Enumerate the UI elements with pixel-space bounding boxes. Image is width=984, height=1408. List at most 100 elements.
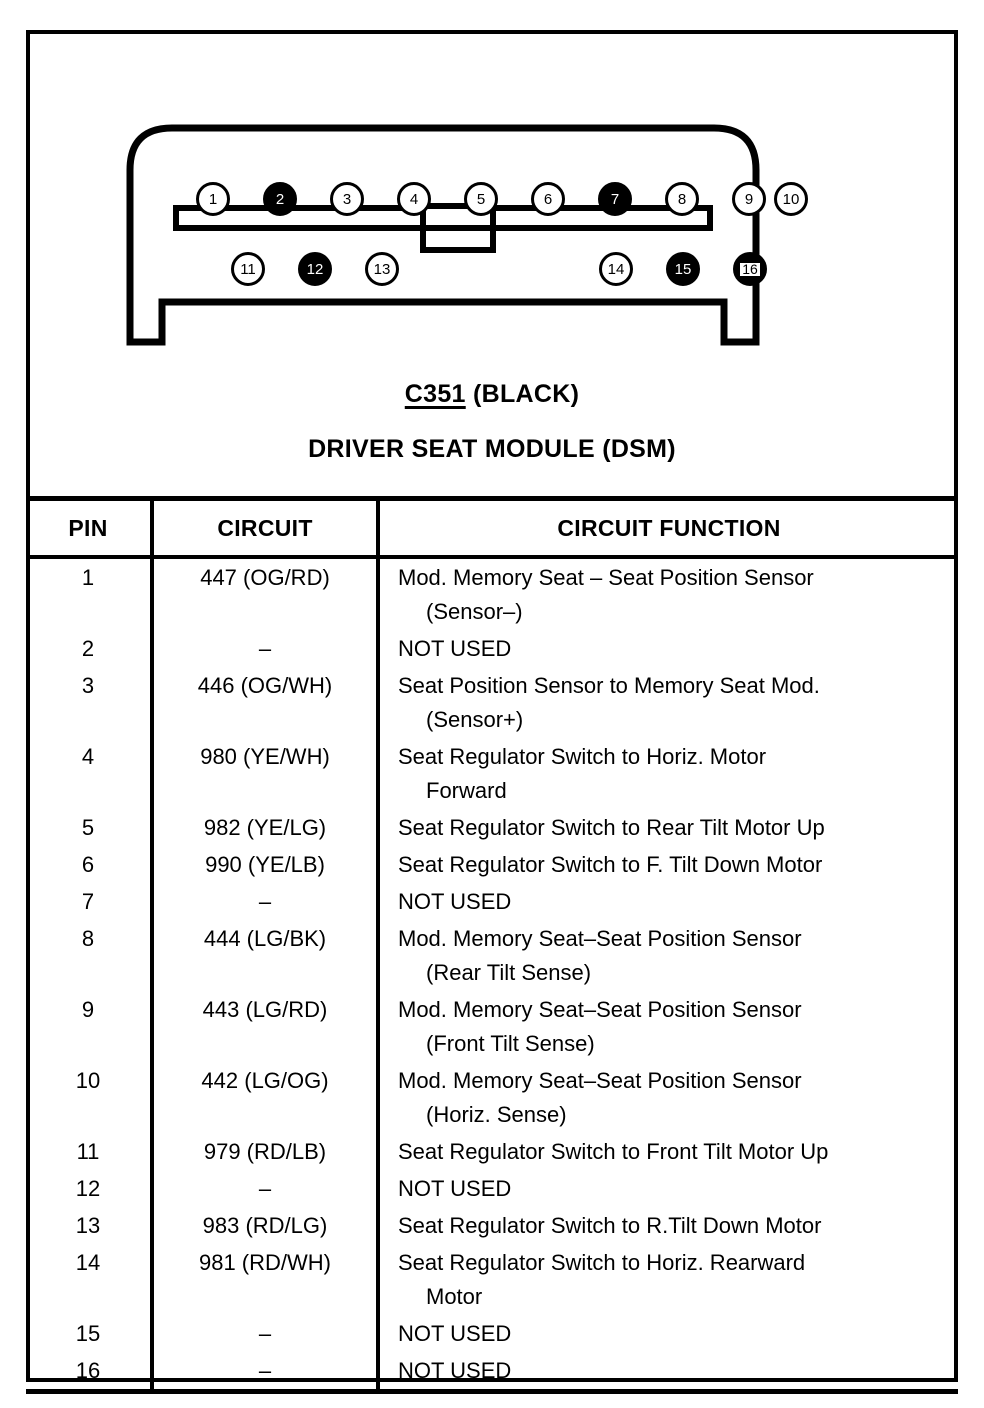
pin-number: 14 (607, 260, 625, 278)
pin-number: 6 (543, 190, 553, 208)
function-continuation-text: Forward (426, 778, 507, 803)
cell-pin: 6 (26, 846, 154, 883)
pin-number: 7 (610, 190, 620, 208)
connector-pin-10: 10 (774, 182, 808, 216)
function-continuation-text: (Sensor–) (426, 599, 523, 624)
cell-circuit: 983 (RD/LG) (152, 1207, 380, 1244)
connector-pin-14: 14 (599, 252, 633, 286)
cell-circuit: – (152, 1315, 380, 1352)
pin-number: 1 (208, 190, 218, 208)
pin-number: 4 (409, 190, 419, 208)
cell-circuit: 442 (LG/OG) (152, 1062, 380, 1133)
connector-id: C351 (404, 380, 466, 408)
diagram-title-block: C351 (BLACK) DRIVER SEAT MODULE (DSM) (26, 380, 958, 464)
module-name: DRIVER SEAT MODULE (DSM) (308, 435, 676, 463)
table-row: 7–NOT USED (26, 883, 958, 920)
function-text: Seat Regulator Switch to F. Tilt Down Mo… (398, 852, 823, 877)
connector-pin-2: 2 (263, 182, 297, 216)
connector-diagram: 1 2 3 4 5 6 7 8 9 10 11 12 13 14 15 16 (26, 30, 958, 360)
cell-circuit: 444 (LG/BK) (152, 920, 380, 991)
cell-pin: 4 (26, 738, 154, 809)
cell-circuit: 982 (YE/LG) (152, 809, 380, 846)
function-text: NOT USED (398, 636, 512, 661)
table-header-row: PIN CIRCUIT CIRCUIT FUNCTION (26, 496, 958, 559)
header-function: CIRCUIT FUNCTION (378, 496, 958, 559)
pin-number: 8 (677, 190, 687, 208)
function-text: Seat Regulator Switch to Front Tilt Moto… (398, 1139, 829, 1164)
cell-function: NOT USED (378, 1315, 958, 1352)
cell-circuit: 447 (OG/RD) (152, 557, 380, 630)
function-text: Seat Regulator Switch to Horiz. Motor (398, 744, 767, 769)
cell-function: Seat Regulator Switch to Horiz. Rearward… (378, 1244, 958, 1315)
connector-pin-6: 6 (531, 182, 565, 216)
connector-color: (BLACK) (472, 380, 580, 408)
cell-circuit: – (152, 630, 380, 667)
cell-circuit: – (152, 1170, 380, 1207)
function-continuation-text: (Front Tilt Sense) (426, 1031, 595, 1056)
cell-function: Mod. Memory Seat–Seat Position Sensor (Ho… (378, 1062, 958, 1133)
cell-pin: 12 (26, 1170, 154, 1207)
cell-circuit: 979 (RD/LB) (152, 1133, 380, 1170)
cell-circuit: – (152, 883, 380, 920)
connector-pin-11: 11 (231, 252, 265, 286)
connector-pin-16: 16 (733, 252, 767, 286)
pin-number: 2 (275, 190, 285, 208)
cell-pin: 7 (26, 883, 154, 920)
cell-pin: 13 (26, 1207, 154, 1244)
cell-pin: 1 (26, 557, 154, 630)
function-continuation-text: (Sensor+) (426, 707, 524, 732)
cell-function: Mod. Memory Seat–Seat Position Sensor (Re… (378, 920, 958, 991)
cell-pin: 14 (26, 1244, 154, 1315)
cell-circuit: 446 (OG/WH) (152, 667, 380, 738)
function-text: Seat Regulator Switch to Horiz. Rearward (398, 1250, 806, 1275)
cell-circuit: 980 (YE/WH) (152, 738, 380, 809)
header-circuit: CIRCUIT (152, 496, 380, 559)
cell-pin: 2 (26, 630, 154, 667)
connector-pin-9: 9 (732, 182, 766, 216)
cell-function: Seat Position Sensor to Memory Seat Mod.… (378, 667, 958, 738)
cell-circuit: 981 (RD/WH) (152, 1244, 380, 1315)
function-text: Mod. Memory Seat–Seat Position Sensor (398, 926, 802, 951)
connector-body-shape (126, 124, 760, 346)
function-text: NOT USED (398, 1358, 512, 1383)
function-text: Mod. Memory Seat–Seat Position Sensor (398, 1068, 802, 1093)
pin-number: 16 (740, 260, 760, 277)
connector-pin-1: 1 (196, 182, 230, 216)
connector-pin-13: 13 (365, 252, 399, 286)
cell-pin: 9 (26, 991, 154, 1062)
function-continuation-text: (Horiz. Sense) (426, 1102, 567, 1127)
cell-function: Seat Regulator Switch to F. Tilt Down Mo… (378, 846, 958, 883)
cell-pin: 8 (26, 920, 154, 991)
pin-number: 15 (674, 260, 692, 278)
table-row: 12–NOT USED (26, 1170, 958, 1207)
connector-pin-5: 5 (464, 182, 498, 216)
cell-pin: 10 (26, 1062, 154, 1133)
pin-number: 10 (782, 190, 800, 208)
cell-pin: 5 (26, 809, 154, 846)
cell-pin: 11 (26, 1133, 154, 1170)
cell-function: NOT USED (378, 883, 958, 920)
cell-function: Seat Regulator Switch to R.Tilt Down Mot… (378, 1207, 958, 1244)
connector-pin-4: 4 (397, 182, 431, 216)
cell-pin: 3 (26, 667, 154, 738)
function-continuation-text: (Rear Tilt Sense) (426, 960, 592, 985)
table-row: 16–NOT USED (26, 1352, 958, 1394)
cell-circuit: – (152, 1352, 380, 1394)
table-row: 2–NOT USED (26, 630, 958, 667)
table-row: 15–NOT USED (26, 1315, 958, 1352)
header-pin: PIN (26, 496, 154, 559)
cell-circuit: 443 (LG/RD) (152, 991, 380, 1062)
